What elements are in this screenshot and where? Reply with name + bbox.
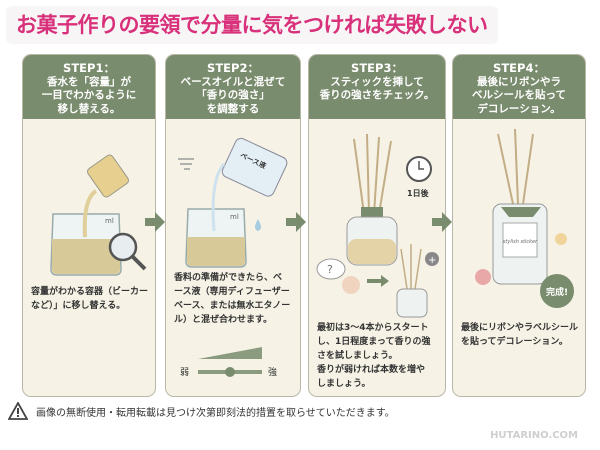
question-mark: ? xyxy=(327,263,333,276)
step-header: STEP3： スティックを挿して 香りの強さをチェック。 xyxy=(309,55,445,119)
step-description: 香料の準備ができたら、ベ ース液（専用ディフューザー ベース、または無水エタノー… xyxy=(174,273,291,325)
arrow-right-icon xyxy=(432,212,452,232)
slider-max-label: 強 xyxy=(268,366,277,378)
slider-knob[interactable] xyxy=(225,367,235,377)
step-card-2: STEP2： ベースオイルと混ぜて 「香りの強さ」 を調整する ml ベース液 … xyxy=(165,54,301,397)
step-number: STEP1： xyxy=(63,61,115,75)
warning-icon xyxy=(8,402,28,420)
step-description: 最初は3〜4本からスタート し、1日程度まって香りの強 さを試しましょう。 香り… xyxy=(317,323,431,389)
plus-icon xyxy=(425,252,439,266)
step-heading: スティックを挿して 香りの強さをチェック。 xyxy=(319,75,435,102)
step-card-1: STEP1： 香水を「容量」が 一目でわかるように 移し替える。 ml 容量がわ… xyxy=(22,54,156,397)
strength-slider[interactable]: 弱 強 xyxy=(166,347,301,387)
magnifier-icon xyxy=(108,232,138,262)
step-header: STEP1： 香水を「容量」が 一目でわかるように 移し替える。 xyxy=(23,55,155,119)
watermark: HUTARINO.COM xyxy=(490,430,578,441)
step-number: STEP3： xyxy=(351,61,403,75)
copyright-warning: 画像の無断使用・転用転載は見つけ次第即刻法的措置を取らせていただきます。 xyxy=(8,402,395,420)
flower-icon xyxy=(475,269,491,285)
step-card-4: STEP4： 最後にリボンやラ ベルシールを貼って デコレーション。 styli… xyxy=(452,54,586,397)
mixing-illustration: ml ベース液 xyxy=(178,137,288,268)
beaker-label: ml xyxy=(105,217,114,225)
step-header: STEP2： ベースオイルと混ぜて 「香りの強さ」 を調整する xyxy=(166,55,300,119)
step-number: STEP2： xyxy=(207,61,259,75)
arrow-right-icon xyxy=(145,212,165,232)
beaker-illustration: ml xyxy=(50,154,147,276)
complete-badge xyxy=(540,274,574,308)
plus-sign: + xyxy=(428,255,436,266)
diffuser-illustration: 1日後 ? + xyxy=(316,133,439,318)
step-heading: ベースオイルと混ぜて 「香りの強さ」 を調整する xyxy=(180,75,286,115)
step-card-3: STEP3： スティックを挿して 香りの強さをチェック。 1日後 ? + 最初は… xyxy=(308,54,446,397)
complete-badge-text: 完成! xyxy=(546,286,568,298)
decorated-diffuser-illustration: stylish sticker 完成! xyxy=(475,128,574,308)
beaker-label: ml xyxy=(230,213,239,221)
clock-label: 1日後 xyxy=(407,188,430,198)
step-header: STEP4： 最後にリボンやラ ベルシールを貼って デコレーション。 xyxy=(453,55,585,119)
warning-text: 画像の無断使用・転用転載は見つけ次第即刻法的措置を取らせていただきます。 xyxy=(36,407,395,419)
step-heading: 香水を「容量」が 一目でわかるように 移し替える。 xyxy=(41,75,137,115)
arrow-right-icon xyxy=(286,212,306,232)
step-description: 最後にリボンやラベルシール を貼ってデコレーション。 xyxy=(461,323,579,347)
page-title: お菓子作りの要領で分量に気をつければ失敗しない xyxy=(6,6,498,44)
step-number: STEP4： xyxy=(493,61,545,75)
slider-min-label: 弱 xyxy=(180,367,189,378)
step-heading: 最後にリボンやラ ベルシールを貼って デコレーション。 xyxy=(472,75,566,115)
sticker-label: stylish sticker xyxy=(503,239,538,245)
step-description: 容量がわかる容器（ビーカー など）」に移し替える。 xyxy=(31,287,149,311)
